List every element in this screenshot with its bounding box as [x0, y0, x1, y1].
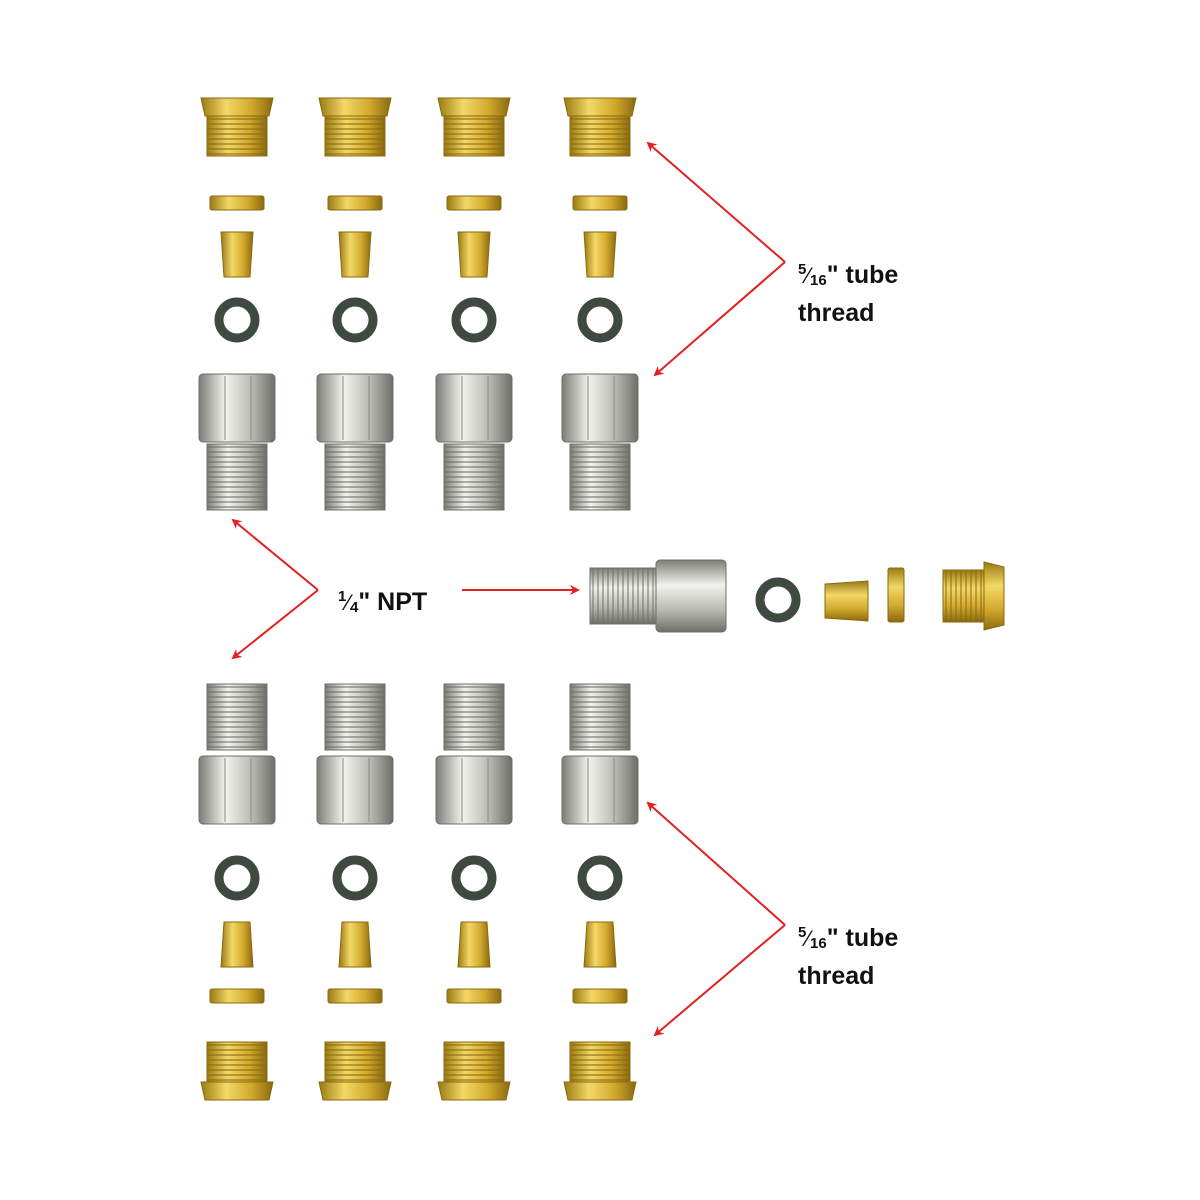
- fraction-slash: ⁄: [806, 926, 811, 951]
- nut-hex: [563, 1081, 637, 1101]
- thread-body: [206, 1041, 268, 1083]
- nickel-body: [198, 373, 276, 511]
- brass-ferrule: [220, 921, 254, 968]
- fraction-slash: ⁄: [806, 263, 811, 288]
- brass-ferrule: [457, 231, 491, 278]
- brass-ferrule: [457, 921, 491, 968]
- brass-washer: [327, 988, 383, 1004]
- label-text: " tube: [826, 261, 899, 289]
- brass-nut: [563, 97, 637, 157]
- thread-body: [324, 1041, 386, 1083]
- thread-body: [589, 567, 659, 625]
- nickel-body: [198, 683, 276, 825]
- brass-washer: [327, 195, 383, 211]
- red-arrow: [231, 518, 319, 591]
- nickel-body: [435, 373, 513, 511]
- brass-nut: [200, 1041, 274, 1101]
- nut-hex: [437, 1081, 511, 1101]
- brass-ferrule: [583, 231, 617, 278]
- fraction-numerator: 5: [798, 261, 807, 278]
- brass-nut: [318, 97, 392, 157]
- brass-nut-horizontal: [942, 561, 1005, 631]
- brass-ferrule: [583, 921, 617, 968]
- thread-body: [324, 115, 386, 157]
- red-arrow: [653, 261, 786, 377]
- thread-body: [443, 115, 505, 157]
- brass-washer: [209, 988, 265, 1004]
- nickel-body: [561, 373, 639, 511]
- fraction-slash: ⁄: [346, 590, 351, 615]
- o-ring: [332, 855, 378, 901]
- o-ring: [451, 297, 497, 343]
- brass-ferrule: [338, 921, 372, 968]
- thread-body: [569, 1041, 631, 1083]
- brass-nut: [563, 1041, 637, 1101]
- thread-body: [569, 115, 631, 157]
- red-arrow: [646, 141, 786, 263]
- label-text: " NPT: [358, 588, 428, 616]
- nickel-body: [561, 683, 639, 825]
- nickel-body: [316, 373, 394, 511]
- o-ring: [214, 297, 260, 343]
- fraction-denominator: 16: [810, 935, 827, 952]
- body-hex: [561, 755, 639, 825]
- nut-hex: [318, 1081, 392, 1101]
- label-top-tube-thread: 5⁄16" tube thread: [798, 254, 898, 329]
- o-ring: [577, 855, 623, 901]
- brass-nut: [437, 97, 511, 157]
- nut-hex: [983, 561, 1005, 631]
- brass-washer: [572, 988, 628, 1004]
- brass-washer: [887, 567, 905, 623]
- brass-washer: [446, 988, 502, 1004]
- nickel-body: [435, 683, 513, 825]
- nut-hex: [200, 1081, 274, 1101]
- label-text: " tube: [826, 924, 899, 952]
- body-hex: [435, 755, 513, 825]
- nut-hex: [200, 97, 274, 117]
- brass-washer: [572, 195, 628, 211]
- label-npt: 1⁄4" NPT: [338, 581, 427, 624]
- body-hex: [435, 373, 513, 443]
- o-ring: [214, 855, 260, 901]
- body-hex: [655, 559, 727, 633]
- thread-body: [206, 115, 268, 157]
- body-hex: [198, 373, 276, 443]
- body-hex: [198, 755, 276, 825]
- red-arrow: [653, 924, 786, 1037]
- label-text-line2: thread: [798, 299, 875, 327]
- body-hex: [316, 755, 394, 825]
- nut-hex: [437, 97, 511, 117]
- nut-hex: [563, 97, 637, 117]
- label-text-line2: thread: [798, 962, 875, 990]
- brass-ferrule: [824, 580, 869, 622]
- fraction-numerator: 5: [798, 924, 807, 941]
- o-ring: [577, 297, 623, 343]
- red-arrow: [646, 801, 786, 926]
- o-ring: [451, 855, 497, 901]
- o-ring: [332, 297, 378, 343]
- fraction-numerator: 1: [338, 588, 347, 605]
- brass-nut: [437, 1041, 511, 1101]
- fraction-denominator: 4: [350, 599, 359, 616]
- red-arrow: [231, 589, 319, 660]
- brass-nut: [200, 97, 274, 157]
- brass-ferrule: [220, 231, 254, 278]
- brass-nut: [318, 1041, 392, 1101]
- thread-body: [443, 1041, 505, 1083]
- brass-washer: [446, 195, 502, 211]
- body-hex: [561, 373, 639, 443]
- nickel-body: [316, 683, 394, 825]
- label-bottom-tube-thread: 5⁄16" tube thread: [798, 917, 898, 992]
- nut-hex: [318, 97, 392, 117]
- fraction-denominator: 16: [810, 272, 827, 289]
- brass-washer: [209, 195, 265, 211]
- o-ring: [755, 577, 801, 623]
- brass-ferrule: [338, 231, 372, 278]
- thread-body: [942, 569, 986, 623]
- body-hex: [316, 373, 394, 443]
- nickel-body-horizontal: [589, 559, 727, 633]
